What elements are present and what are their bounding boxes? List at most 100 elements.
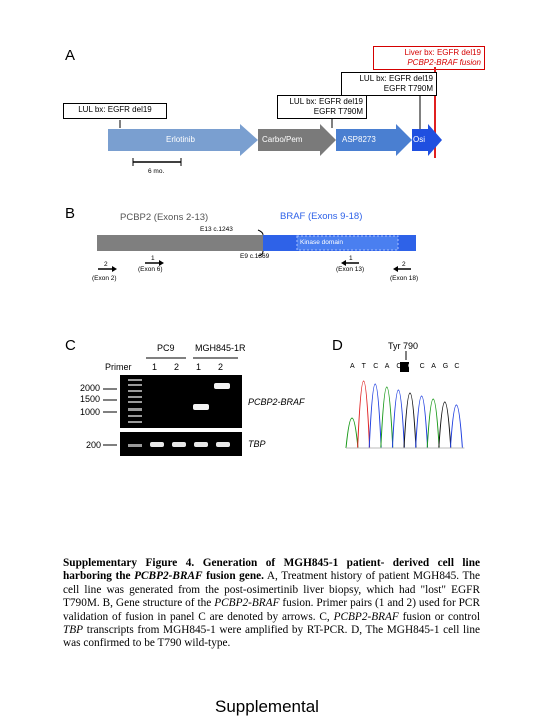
tbp-band-1 bbox=[150, 442, 164, 447]
caption-text-3: fusion or control bbox=[398, 610, 480, 623]
primer-2-left-exon: (Exon 2) bbox=[92, 275, 117, 282]
lul-biopsy-box-2: LUL bx: EGFR del19 EGFR T790M bbox=[277, 95, 367, 119]
junction-bottom-label: E9 c.1369 bbox=[240, 253, 270, 260]
chromatogram-peak bbox=[345, 417, 359, 449]
asp-label: ASP8273 bbox=[342, 135, 376, 144]
group-mgh845: MGH845-1R bbox=[195, 343, 246, 353]
caption-bold-italic: PCBP2-BRAF bbox=[134, 570, 203, 583]
osi-label: Osi bbox=[413, 135, 425, 144]
caption-italic-1: PCBP2-BRAF bbox=[214, 597, 280, 610]
lane-1a: 1 bbox=[152, 362, 158, 372]
carbopem-arrow bbox=[258, 124, 336, 156]
panel-c-label: C bbox=[65, 337, 76, 354]
tbp-band-label: TBP bbox=[248, 439, 266, 449]
lul-biopsy-box-0: LUL bx: EGFR del19 bbox=[63, 103, 167, 119]
panel-d-label: D bbox=[332, 337, 343, 354]
lane-2b: 2 bbox=[218, 362, 224, 372]
tbp-band-3 bbox=[194, 442, 208, 447]
erlotinib-label: Erlotinib bbox=[166, 135, 195, 144]
tbp-band-4 bbox=[216, 442, 230, 447]
primer-label: Primer bbox=[105, 362, 132, 372]
tyr790-label: Tyr 790 bbox=[388, 341, 419, 351]
chromatogram-peak bbox=[380, 386, 394, 449]
ladder-1000: 1000 bbox=[80, 407, 101, 417]
junction-bottom-marker bbox=[257, 250, 264, 257]
ladder-200: 200 bbox=[86, 440, 102, 450]
lul2-line1: LUL bx: EGFR del19 bbox=[289, 97, 363, 106]
erlotinib-arrow bbox=[108, 124, 258, 156]
primer-1-left-exon: (Exon 6) bbox=[138, 266, 163, 273]
group-pc9: PC9 bbox=[157, 343, 175, 353]
caption-bold-2: fusion gene. bbox=[202, 570, 264, 583]
caption-text-4: transcripts from MGH845-1 were amplified… bbox=[63, 624, 480, 650]
chromatogram-peak bbox=[368, 383, 382, 449]
ladder-2000: 2000 bbox=[80, 383, 101, 393]
asp-arrow bbox=[336, 124, 412, 156]
base-call: T bbox=[361, 363, 366, 370]
liver-biopsy-box: Liver bx: EGFR del19 PCBP2-BRAF fusion bbox=[373, 46, 485, 70]
base-call: C bbox=[373, 363, 379, 370]
figure-caption: Supplementary Figure 4. Generation of MG… bbox=[63, 557, 480, 651]
chromatogram-peak bbox=[403, 392, 417, 449]
braf-title: BRAF (Exons 9-18) bbox=[280, 211, 363, 222]
panel-b-label: B bbox=[65, 205, 76, 222]
tbp-band-2 bbox=[172, 442, 186, 447]
lane-1b: 1 bbox=[196, 362, 202, 372]
scale-label: 6 mo. bbox=[148, 168, 165, 175]
caption-italic-2: PCBP2-BRAF bbox=[333, 610, 399, 623]
junction-top-label: E13 c.1243 bbox=[200, 226, 233, 233]
band-mgh-primer1 bbox=[193, 404, 209, 410]
kinase-label: Kinase domain bbox=[300, 239, 343, 246]
base-call: A bbox=[384, 363, 390, 370]
panel-a-label: A bbox=[65, 47, 76, 64]
footer-label: Supplemental bbox=[215, 697, 319, 716]
kinase-domain bbox=[296, 235, 399, 251]
lul-biopsy-box-1: LUL bx: EGFR del19 EGFR T790M bbox=[341, 72, 437, 96]
band-mgh-primer2 bbox=[214, 383, 230, 389]
ladder-bands bbox=[128, 379, 142, 447]
caption-text-2: fusion. Primer pairs (1 and 2) used for … bbox=[63, 597, 480, 623]
caption-italic-3: TBP bbox=[63, 624, 84, 637]
primer-1-right-exon: (Exon 13) bbox=[336, 266, 365, 273]
lul2-line2: EGFR T790M bbox=[313, 107, 363, 116]
pcbp2-bar bbox=[97, 235, 263, 251]
base-call: G bbox=[408, 363, 414, 370]
chromatogram-peak bbox=[415, 395, 429, 449]
liver-biopsy-line2: PCBP2-BRAF fusion bbox=[407, 58, 481, 67]
osi-arrow bbox=[412, 124, 442, 156]
chromatogram-peak bbox=[426, 398, 440, 449]
lane-2a: 2 bbox=[174, 362, 180, 372]
caption-bold-1: Supplementary Figure 4. Generation of MG… bbox=[63, 557, 480, 583]
chromatogram-peak bbox=[449, 404, 463, 449]
caption-text-1: A, Treatment history of patient MGH845. … bbox=[63, 570, 481, 610]
liver-biopsy-line1: Liver bx: EGFR del19 bbox=[404, 48, 481, 57]
base-call: C bbox=[396, 363, 402, 370]
base-call: C bbox=[454, 363, 460, 370]
lul0-line1: LUL bx: EGFR del19 bbox=[78, 105, 152, 114]
primer-1-right-num: 1 bbox=[349, 255, 353, 262]
junction-top-marker bbox=[257, 229, 264, 236]
highlight-base bbox=[400, 362, 409, 372]
primer-2-right-exon: (Exon 18) bbox=[390, 275, 419, 282]
chromatogram-peak bbox=[357, 380, 371, 449]
ladder-1500: 1500 bbox=[80, 394, 101, 404]
carbopem-label: Carbo/Pem bbox=[262, 135, 303, 144]
base-call: G bbox=[442, 363, 449, 370]
pcbp2-title: PCBP2 (Exons 2-13) bbox=[120, 212, 209, 223]
lul1-line2: EGFR T790M bbox=[383, 84, 433, 93]
lul1-line1: LUL bx: EGFR del19 bbox=[359, 74, 433, 83]
primer-2-right-num: 2 bbox=[402, 261, 406, 268]
chromatogram-peak bbox=[391, 389, 405, 449]
base-call: A bbox=[431, 363, 436, 370]
primer-2-left-num: 2 bbox=[104, 261, 108, 268]
chromatogram-peak bbox=[438, 401, 452, 449]
base-call: C bbox=[419, 363, 425, 370]
primer-1-left-num: 1 bbox=[151, 255, 155, 262]
fusion-band-label: PCBP2-BRAF bbox=[248, 397, 305, 407]
base-call: A bbox=[350, 363, 355, 370]
